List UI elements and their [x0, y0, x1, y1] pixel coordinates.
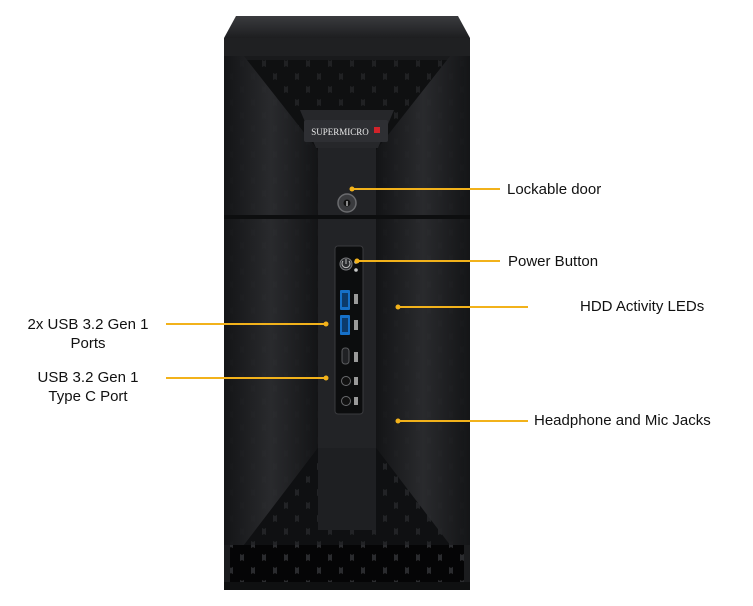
label-audio-jacks: Headphone and Mic Jacks: [534, 412, 711, 429]
label-usb-ports-line1: 2x USB 3.2 Gen 1: [27, 316, 149, 333]
usb-icon[interactable]: [340, 290, 350, 335]
label-usb-ports-line2: Ports: [70, 335, 106, 352]
lock-icon[interactable]: [337, 193, 357, 213]
label-usbc-line1: USB 3.2 Gen 1: [37, 369, 139, 386]
label-usbc-line2: Type C Port: [48, 388, 128, 405]
label-lockable-door: Lockable door: [507, 181, 602, 198]
mic-icon[interactable]: [341, 396, 351, 406]
label-usb-ports: 2x USB 3.2 Gen 1 Ports: [14, 315, 162, 353]
power-icon[interactable]: [339, 257, 353, 271]
server-chassis: [224, 16, 470, 590]
svg-text:SUPERMICRO: SUPERMICRO: [311, 127, 369, 137]
label-hdd-leds: HDD Activity LEDs: [580, 298, 705, 315]
brand-logo: SUPERMICRO: [304, 120, 388, 142]
callout-leaders: [166, 188, 528, 422]
callout-dots: [323, 186, 401, 424]
usb-c-icon[interactable]: [341, 347, 350, 365]
label-power-button: Power Button: [508, 253, 599, 270]
headphone-icon[interactable]: [341, 376, 351, 386]
front-io-panel: [334, 245, 364, 415]
label-usbc-port: USB 3.2 Gen 1 Type C Port: [14, 368, 162, 406]
